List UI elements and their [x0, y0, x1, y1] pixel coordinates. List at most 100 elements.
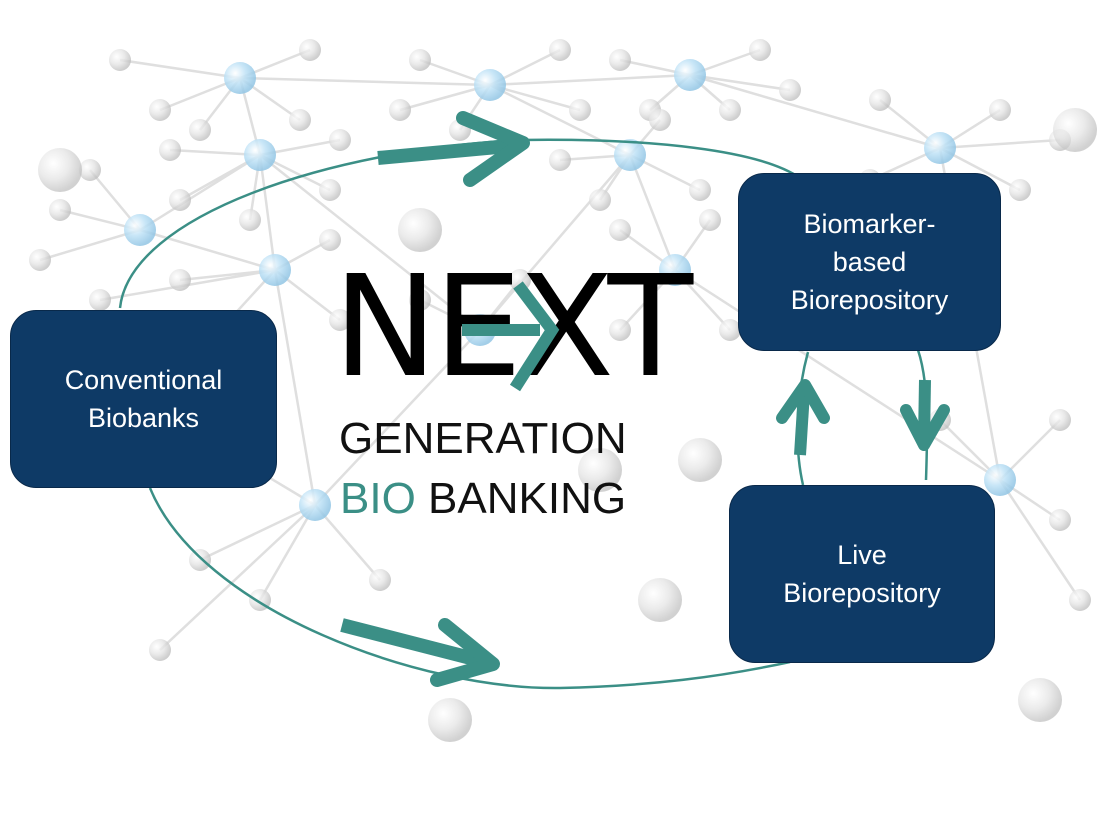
- network-node-grey: [699, 209, 721, 231]
- network-node-grey: [149, 639, 171, 661]
- network-node-blue: [299, 489, 331, 521]
- live-biorepository-box: Live Biorepository: [729, 485, 995, 663]
- network-node-grey: [569, 99, 591, 121]
- network-node-grey: [589, 189, 611, 211]
- network-link: [119, 58, 241, 80]
- biomarker-based-biorepository-box: Biomarker- based Biorepository: [738, 173, 1001, 351]
- box-label-line: Biobanks: [87, 403, 200, 433]
- network-node-grey: [1009, 179, 1031, 201]
- network-node-grey: [649, 109, 671, 131]
- network-node-grey: [319, 229, 341, 251]
- network-node-blue: [244, 139, 276, 171]
- network-node-grey: [239, 209, 261, 231]
- network-node-grey: [29, 249, 51, 271]
- network-node-grey: [369, 569, 391, 591]
- network-node-grey: [609, 49, 631, 71]
- network-link: [998, 479, 1082, 601]
- title-banking: BANKING: [428, 474, 627, 523]
- arrow-top: [377, 111, 530, 187]
- network-node-grey: [49, 199, 71, 221]
- network-node-grey: [578, 448, 622, 492]
- network-node-grey: [89, 289, 111, 311]
- network-link: [239, 76, 491, 87]
- network-node-grey: [38, 148, 82, 192]
- network-link: [689, 73, 941, 150]
- conventional-biobanks-box: Conventional Biobanks: [10, 310, 277, 488]
- network-node-grey: [149, 99, 171, 121]
- network-node-grey: [299, 39, 321, 61]
- network-node-grey: [638, 578, 682, 622]
- network-node-grey: [549, 39, 571, 61]
- network-node-grey: [329, 309, 351, 331]
- network-node-blue: [124, 214, 156, 246]
- network-link: [259, 154, 481, 331]
- network-node-grey: [409, 49, 431, 71]
- network-node-grey: [289, 109, 311, 131]
- network-node-grey: [159, 139, 181, 161]
- network-node-grey: [1049, 509, 1071, 531]
- box-label-line: Biomarker-: [803, 209, 936, 239]
- box-label-line: Live: [837, 540, 887, 570]
- network-node-blue: [259, 254, 291, 286]
- network-link: [689, 73, 791, 92]
- network-node-grey: [1053, 108, 1097, 152]
- arrow-biomarker-to-live: [900, 349, 950, 481]
- network-node-grey: [689, 179, 711, 201]
- network-node-grey: [549, 149, 571, 171]
- network-node-grey: [398, 208, 442, 252]
- network-node-blue: [474, 69, 506, 101]
- network-node-blue: [224, 62, 256, 94]
- network-node-grey: [189, 119, 211, 141]
- network-node-grey: [428, 698, 472, 742]
- network-node-grey: [319, 179, 341, 201]
- network-node-grey: [869, 89, 891, 111]
- cycle-ellipse-bottom: [148, 487, 791, 690]
- network-node-grey: [109, 49, 131, 71]
- network-link: [273, 269, 317, 506]
- network-node-grey: [609, 319, 631, 341]
- network-link: [489, 73, 691, 87]
- network-node-blue: [674, 59, 706, 91]
- network-link: [314, 329, 481, 506]
- network-link: [479, 154, 631, 331]
- network-node-blue: [659, 254, 691, 286]
- network-link: [199, 503, 316, 562]
- network-link: [939, 138, 1061, 150]
- network-node-grey: [719, 319, 741, 341]
- network-node-grey: [409, 289, 431, 311]
- network-node-grey: [189, 549, 211, 571]
- box-label-line: based: [832, 247, 907, 277]
- network-node-grey: [749, 39, 771, 61]
- network-node-grey: [1069, 589, 1091, 611]
- network-node-grey: [329, 129, 351, 151]
- network-node-grey: [169, 189, 191, 211]
- arrow-bottom: [340, 618, 500, 687]
- network-link: [39, 228, 141, 262]
- network-link: [139, 228, 276, 272]
- network-node-grey: [609, 219, 631, 241]
- network-node-grey: [1018, 678, 1062, 722]
- network-node-grey: [719, 99, 741, 121]
- network-link: [489, 83, 631, 157]
- box-label-line: Biorepository: [790, 285, 949, 315]
- network-node-grey: [169, 269, 191, 291]
- network-node-grey: [989, 99, 1011, 121]
- network-link: [258, 504, 317, 601]
- network-link: [628, 154, 677, 271]
- box-label-line: Conventional: [64, 365, 223, 395]
- network-node-grey: [389, 99, 411, 121]
- network-node-blue: [984, 464, 1016, 496]
- network-link: [159, 504, 316, 651]
- network-node-grey: [79, 159, 101, 181]
- title-biobanking: BIO BANKING: [340, 474, 626, 524]
- box-label-line: Biorepository: [783, 578, 941, 608]
- title-bio: BIO: [340, 474, 416, 523]
- network-node-grey: [779, 79, 801, 101]
- network-node-grey: [1049, 409, 1071, 431]
- network-link: [314, 504, 381, 581]
- network-link: [674, 268, 1001, 482]
- network-node-blue: [924, 132, 956, 164]
